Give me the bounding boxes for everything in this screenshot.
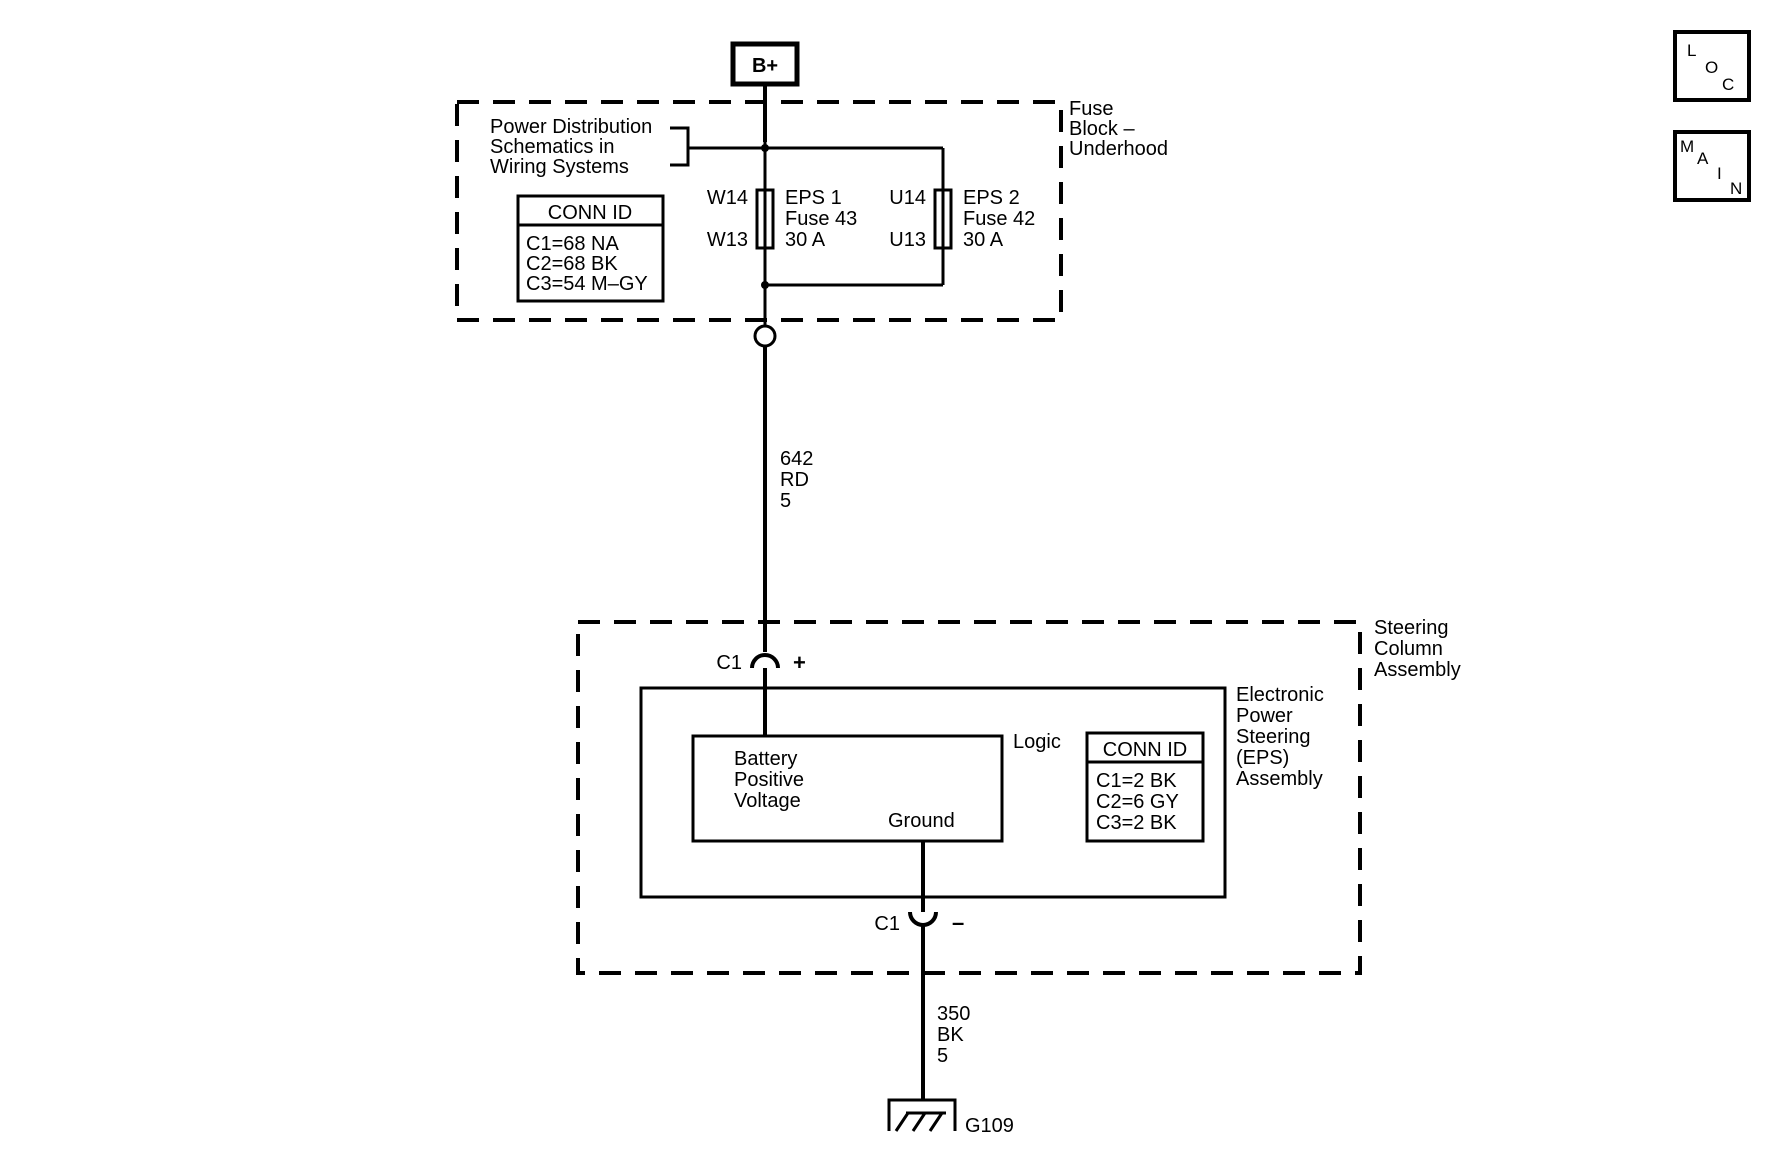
svg-text:W13: W13 — [707, 229, 748, 251]
svg-text:M: M — [1680, 137, 1694, 156]
eps-conn-id-table: CONN ID C1=2 BK C2=6 GY C3=2 BK — [1085, 731, 1205, 843]
svg-text:A: A — [1697, 149, 1709, 168]
eps-assembly-box — [639, 686, 1227, 899]
svg-text:CONN ID: CONN ID — [1103, 739, 1187, 761]
svg-text:CONN ID: CONN ID — [548, 202, 632, 224]
power-distribution-reference[interactable]: Power Distribution Schematics in Wiring … — [490, 116, 658, 178]
svg-text:–: – — [952, 910, 964, 935]
fuse-42-eps-2: U14 U13 EPS 2 Fuse 42 30 A — [889, 187, 1041, 251]
battery-positive-voltage-label: Battery Positive Voltage — [734, 748, 810, 812]
svg-text:U13: U13 — [889, 229, 926, 251]
battery-label: B+ — [752, 55, 778, 77]
svg-text:C: C — [1722, 75, 1734, 94]
main-button[interactable]: M A I N — [1673, 130, 1751, 202]
svg-text:W14: W14 — [707, 187, 748, 209]
fuse-block-boundary — [455, 100, 1063, 322]
loc-button[interactable]: L O C — [1673, 30, 1751, 102]
svg-text:EPS 1 Fuse 43 30 A: EPS 1 Fuse 43 30 A — [785, 187, 863, 251]
eps-assembly-title: Electronic Power Steering (EPS) Assembly — [1236, 684, 1329, 790]
svg-text:C1=2 BK C2=6 GY C3: C1=2 BK C2=6 GY C3=2 BK — [1096, 770, 1184, 834]
ground-point-label: G109 — [965, 1115, 1014, 1137]
svg-text:L: L — [1687, 41, 1696, 60]
logic-box — [691, 734, 1004, 843]
svg-text:C1: C1 — [874, 913, 900, 935]
svg-text:+: + — [793, 650, 806, 675]
connector-c1-positive: C1 + — [716, 650, 806, 736]
battery-positive-source: B+ — [730, 41, 800, 87]
svg-text:O: O — [1705, 58, 1718, 77]
wire-350-label: 350 BK 5 — [937, 1003, 976, 1067]
logic-label: Logic — [1013, 731, 1061, 753]
fuse-block-conn-id-table: CONN ID C1=68 NA C2=68 BK C3=54 M–GY — [516, 194, 665, 303]
svg-text:N: N — [1730, 179, 1742, 198]
svg-text:U14: U14 — [889, 187, 926, 209]
svg-text:C1: C1 — [716, 652, 742, 674]
wire-642-label: 642 RD 5 — [780, 448, 819, 512]
connector-c1-negative: C1 – — [874, 910, 964, 935]
svg-text:EPS 2 Fuse 42 30 A: EPS 2 Fuse 42 30 A — [963, 187, 1041, 251]
ground-label: Ground — [888, 810, 955, 832]
ground-symbol-g109: G109 — [887, 1098, 1014, 1137]
fuse-block-title: Fuse Block – Underhood — [1069, 98, 1168, 160]
fuse-block-output-terminal — [753, 324, 777, 348]
svg-text:I: I — [1717, 164, 1722, 183]
fuse-43-eps-1: W14 W13 EPS 1 Fuse 43 30 A — [707, 187, 863, 251]
svg-text:C1=68 NA C2=68 BK: C1=68 NA C2=68 BK C3=54 M–GY — [526, 233, 648, 295]
steering-column-boundary — [576, 620, 1362, 975]
fuse-bus-wiring — [761, 142, 945, 289]
steering-column-title: Steering Column Assembly — [1374, 617, 1461, 681]
